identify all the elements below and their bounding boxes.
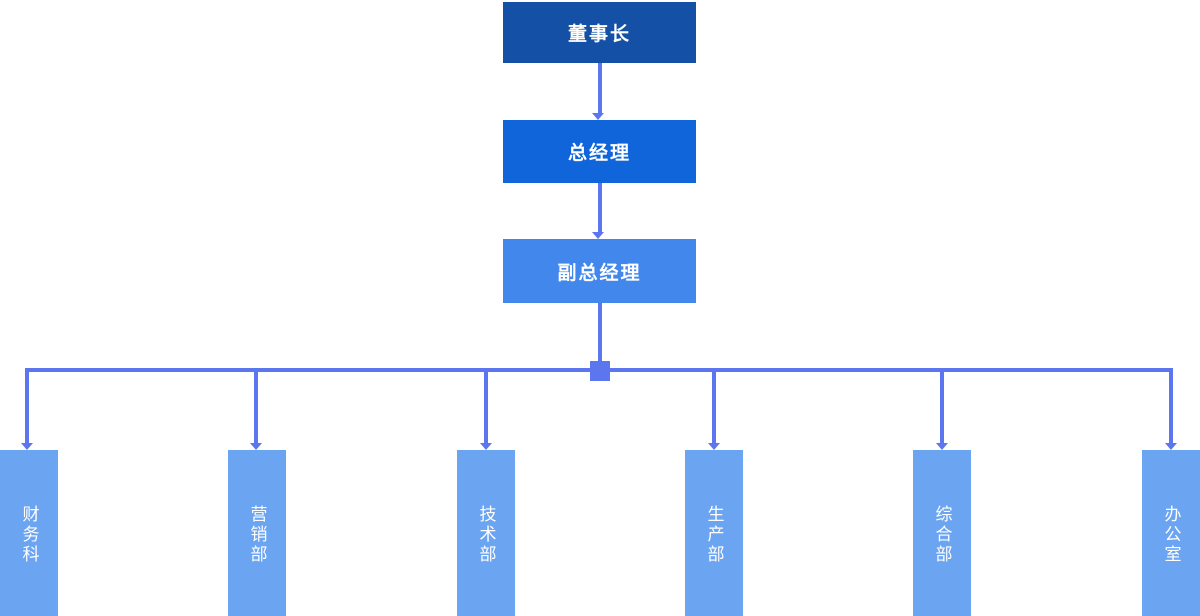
node-marketing-dept: 营销部 <box>228 450 286 616</box>
node-office-label: 办公室 <box>1161 505 1181 565</box>
connector-chairman-gm <box>598 63 602 113</box>
connector-drop-technology <box>484 372 488 443</box>
connector-drop-production <box>712 372 716 443</box>
node-finance-section: 财务科 <box>0 450 58 616</box>
arrow-down-icon <box>592 232 604 239</box>
node-general-manager-label: 总经理 <box>567 143 631 164</box>
node-finance-section-label: 财务科 <box>19 505 39 565</box>
connector-gm-dgm <box>598 183 602 232</box>
arrow-down-icon <box>480 443 492 450</box>
node-general-manager: 总经理 <box>503 120 696 183</box>
arrow-down-icon <box>21 443 33 450</box>
arrow-down-icon <box>708 443 720 450</box>
arrow-down-icon <box>1165 443 1177 450</box>
arrow-down-icon <box>250 443 262 450</box>
node-office: 办公室 <box>1142 450 1200 616</box>
connector-drop-marketing <box>254 372 258 443</box>
junction-node <box>590 361 610 381</box>
node-deputy-general-manager: 副总经理 <box>503 239 696 303</box>
node-production-dept: 生产部 <box>685 450 743 616</box>
node-chairman-label: 董事长 <box>567 24 631 45</box>
connector-dgm-rail <box>598 303 602 370</box>
node-deputy-general-manager-label: 副总经理 <box>557 262 642 284</box>
node-technology-dept: 技术部 <box>457 450 515 616</box>
node-technology-dept-label: 技术部 <box>476 505 496 565</box>
arrow-down-icon <box>592 113 604 120</box>
arrow-down-icon <box>936 443 948 450</box>
node-marketing-dept-label: 营销部 <box>247 505 267 565</box>
connector-drop-general <box>940 372 944 443</box>
connector-drop-office <box>1169 372 1173 443</box>
node-production-dept-label: 生产部 <box>704 505 724 565</box>
node-general-dept: 综合部 <box>913 450 971 616</box>
connector-drop-finance <box>25 372 29 443</box>
node-general-dept-label: 综合部 <box>932 505 952 565</box>
node-chairman: 董事长 <box>503 2 696 63</box>
